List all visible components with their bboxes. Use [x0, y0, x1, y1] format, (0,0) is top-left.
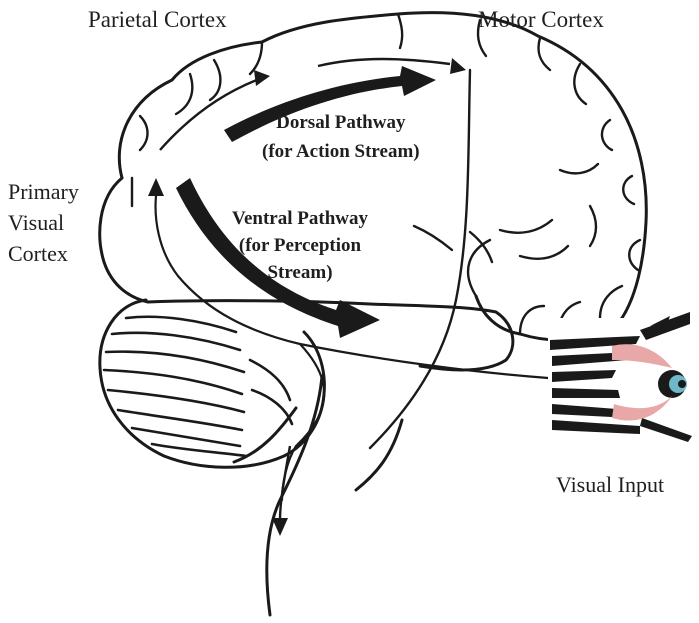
eye-illustration [548, 312, 692, 442]
arrowhead-motor [450, 58, 466, 74]
label-dorsal-line-2: (for Action Stream) [262, 137, 420, 166]
cerebellum [100, 300, 325, 467]
cerebrum-outline [119, 13, 646, 340]
label-ventral-pathway: Ventral Pathway (for Perception Stream) [232, 205, 368, 286]
label-ventral-line-1: Ventral Pathway [232, 205, 368, 232]
label-dorsal-pathway: Dorsal Pathway (for Action Stream) [262, 108, 420, 166]
label-primary-line-2: Visual [8, 207, 79, 238]
sulci [132, 14, 640, 338]
arrowhead-up [148, 178, 164, 196]
label-primary-visual-cortex: Primary Visual Cortex [8, 176, 79, 269]
label-primary-line-1: Primary [8, 176, 79, 207]
arrowhead-down [272, 518, 288, 536]
arrowhead-parietal [254, 70, 270, 86]
label-ventral-line-2: (for Perception [232, 232, 368, 259]
label-dorsal-line-1: Dorsal Pathway [262, 108, 420, 137]
label-parietal-cortex: Parietal Cortex [88, 8, 227, 31]
arrow-to-motor [318, 59, 450, 66]
cerebrum-front-bulge [100, 178, 148, 302]
label-visual-input: Visual Input [556, 474, 664, 496]
label-primary-line-3: Cortex [8, 238, 79, 269]
label-motor-cortex: Motor Cortex [478, 8, 604, 31]
label-ventral-line-3: Stream) [232, 259, 368, 286]
